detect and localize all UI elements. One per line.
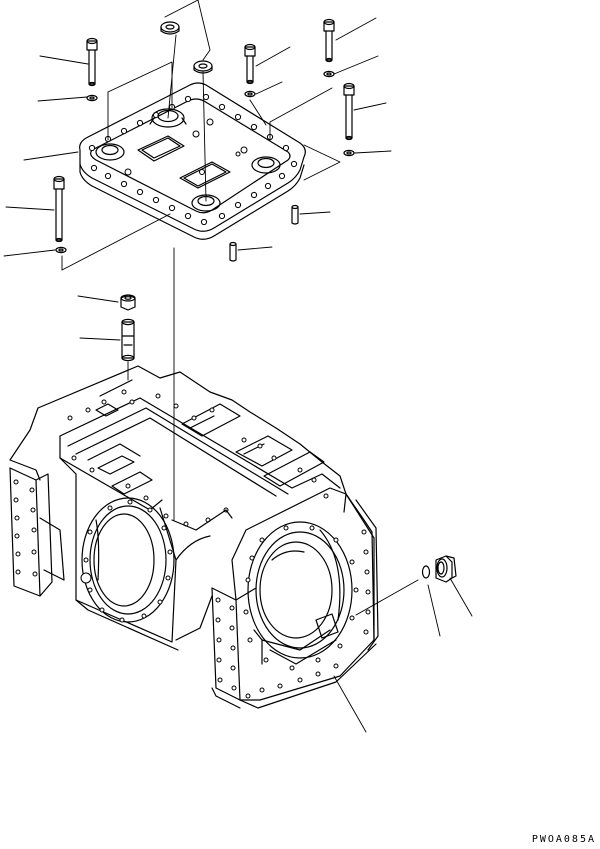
dowel-pin xyxy=(230,206,298,262)
o-ring xyxy=(423,566,430,578)
mounting-bolt xyxy=(54,20,354,242)
drain-plug xyxy=(436,556,456,582)
nut xyxy=(121,295,135,310)
cover-plate xyxy=(80,83,306,239)
stud xyxy=(122,319,134,360)
seal-ring xyxy=(161,22,212,73)
assembly-lines xyxy=(4,0,472,732)
washer xyxy=(56,71,354,252)
drawing-code: PWOA085A xyxy=(531,834,596,845)
transmission-case xyxy=(10,366,378,708)
